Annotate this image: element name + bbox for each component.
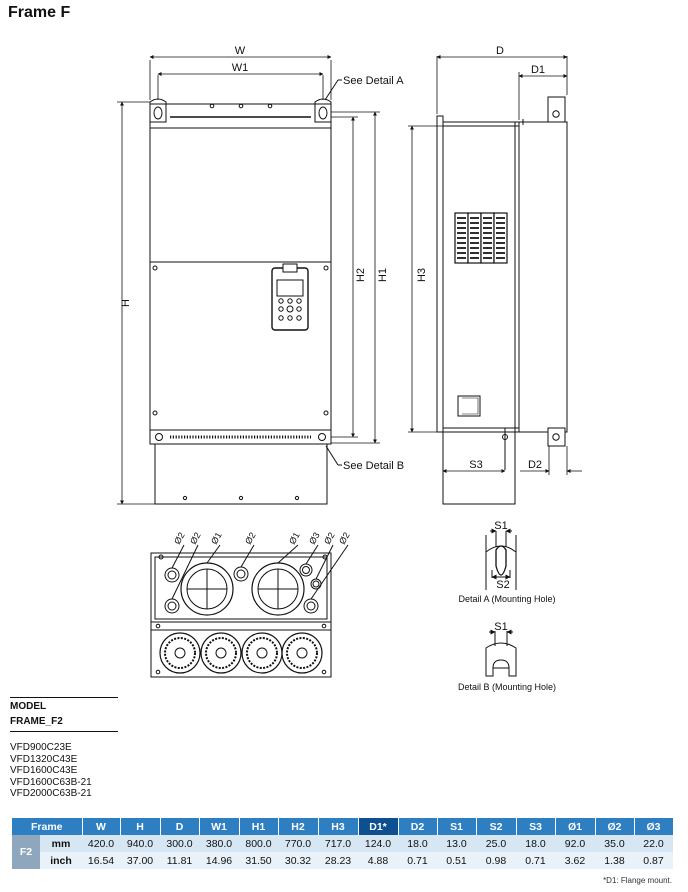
header-s3: S3	[516, 818, 556, 835]
dim-d-label: D	[496, 45, 504, 57]
table-cell: 0.87	[634, 852, 673, 869]
table-cell: 13.0	[437, 835, 476, 852]
phi2-label-4: Ø2	[322, 531, 337, 546]
table-cell: 3.62	[555, 852, 595, 869]
table-cell: 4.88	[358, 852, 398, 869]
table-cell: 28.23	[318, 852, 358, 869]
table-cell: 92.0	[555, 835, 595, 852]
header-phi2: Ø2	[595, 818, 635, 835]
phi1-label-2: Ø1	[287, 531, 302, 546]
table-cell: 420.0	[82, 835, 120, 852]
table-cell: 37.00	[120, 852, 160, 869]
table-footnote: *D1: Flange mount.	[603, 876, 672, 885]
header-phi1: Ø1	[555, 818, 596, 835]
table-cell: 22.0	[634, 835, 673, 852]
dim-h1-label: H1	[377, 268, 389, 282]
table-cell: 717.0	[318, 835, 358, 852]
phi2-label-5: Ø2	[337, 531, 352, 546]
table-cell: 18.0	[398, 835, 437, 852]
detail-b	[485, 629, 517, 677]
header-h1: H1	[239, 818, 279, 835]
model-list: VFD900C23E VFD1320C43E VFD1600C43E VFD16…	[10, 742, 118, 800]
table-cell: 16.54	[82, 852, 120, 869]
table-cell: 25.0	[476, 835, 516, 852]
frame-heading: FRAME_F2	[10, 716, 63, 727]
unit-cell: inch	[40, 852, 82, 869]
phi2-label-2: Ø2	[188, 531, 203, 546]
dim-d2-label: D2	[528, 459, 542, 471]
phi3-label: Ø3	[307, 531, 322, 546]
header-s2: S2	[476, 818, 517, 835]
header-frame: Frame	[12, 818, 83, 835]
dim-w-label: W	[235, 45, 246, 57]
dim-h-label: H	[120, 299, 132, 307]
header-s1: S1	[437, 818, 477, 835]
table-cell: 30.32	[278, 852, 318, 869]
header-d2: D2	[398, 818, 438, 835]
dim-h2-label: H2	[355, 268, 367, 282]
table-cell: 1.38	[595, 852, 634, 869]
detail-a	[485, 528, 517, 590]
table-cell: 35.0	[595, 835, 634, 852]
table-cell: 770.0	[278, 835, 318, 852]
detail-b-s1-label: S1	[494, 621, 507, 633]
phi2-label-3: Ø2	[243, 531, 258, 546]
table-row-inch: inch 16.54 37.00 11.81 14.96 31.50 30.32…	[12, 852, 673, 869]
header-d1: D1*	[358, 818, 399, 835]
model-item: VFD1320C43E	[10, 753, 78, 765]
table-cell: 124.0	[358, 835, 398, 852]
header-h3: H3	[318, 818, 359, 835]
model-divider-top	[10, 697, 118, 698]
header-w: W	[82, 818, 121, 835]
dimension-table: Frame W H D W1 H1 H2 H3 D1* D2 S1 S2 S3 …	[12, 818, 674, 869]
table-cell: 0.71	[398, 852, 437, 869]
bottom-view	[150, 544, 349, 678]
table-cell: 800.0	[239, 835, 278, 852]
model-block: MODEL FRAME_F2 VFD900C23E VFD1320C43E VF…	[10, 697, 118, 800]
header-w1: W1	[199, 818, 240, 835]
header-phi3: Ø3	[634, 818, 674, 835]
model-item: VFD1600C43E	[10, 765, 78, 776]
table-header-row: Frame W H D W1 H1 H2 H3 D1* D2 S1 S2 S3 …	[12, 818, 674, 835]
detail-a-s1-label: S1	[494, 520, 507, 532]
table-cell: 380.0	[199, 835, 239, 852]
phi2-label-1: Ø2	[172, 531, 187, 546]
dim-h3-label: H3	[416, 268, 428, 282]
model-heading: MODEL	[10, 701, 47, 712]
table-cell: 0.98	[476, 852, 516, 869]
table-cell: 940.0	[120, 835, 160, 852]
table-row-mm: F2 mm 420.0 940.0 300.0 380.0 800.0 770.…	[12, 835, 673, 869]
table-cell: 11.81	[160, 852, 199, 869]
detail-b-caption: Detail B (Mounting Hole)	[458, 682, 556, 692]
see-detail-b-label: See Detail B	[343, 460, 404, 472]
header-d: D	[160, 818, 200, 835]
table-cell: 300.0	[160, 835, 199, 852]
dim-s3-label: S3	[469, 459, 482, 471]
table-cell: 18.0	[516, 835, 555, 852]
model-item: VFD2000C63B-21	[10, 788, 92, 799]
detail-a-caption: Detail A (Mounting Hole)	[458, 594, 555, 604]
table-cell: 0.51	[437, 852, 476, 869]
unit-cell: mm	[40, 835, 82, 852]
header-h: H	[120, 818, 161, 835]
model-item: VFD900C23E	[10, 742, 72, 753]
table-cell: 14.96	[199, 852, 239, 869]
frame-cell: F2	[12, 835, 40, 869]
phi1-label-1: Ø1	[209, 531, 224, 546]
front-view	[149, 79, 342, 505]
side-view	[436, 96, 568, 505]
detail-a-s2-label: S2	[496, 579, 509, 591]
dim-w1-label: W1	[232, 62, 249, 74]
model-item: VFD1600C63B-21	[10, 776, 92, 788]
page-title: Frame F	[8, 4, 71, 21]
side-dimensions	[408, 55, 582, 500]
table-cell: 0.71	[516, 852, 555, 869]
model-divider-bottom	[10, 731, 118, 732]
header-h2: H2	[278, 818, 319, 835]
see-detail-a-label: See Detail A	[343, 75, 404, 87]
table-cell: 31.50	[239, 852, 278, 869]
front-dimensions	[117, 55, 380, 505]
dim-d1-label: D1	[531, 64, 545, 76]
